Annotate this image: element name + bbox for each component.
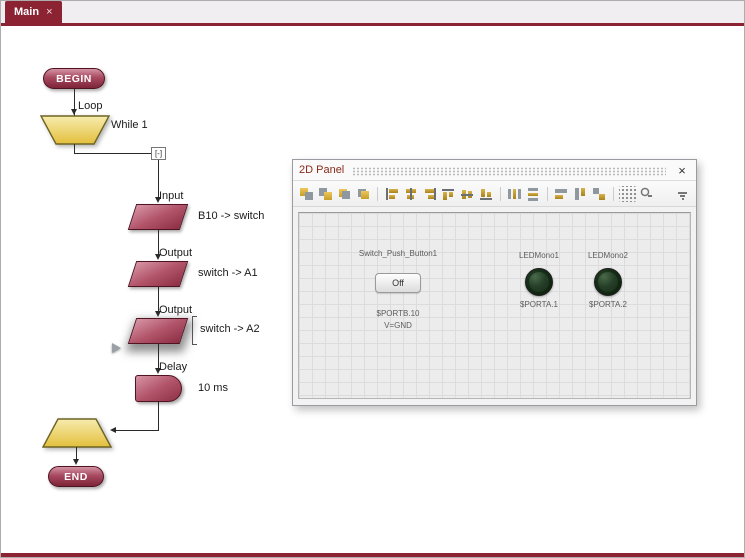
step-output2-label: Output (159, 304, 193, 316)
toolbar-more-icon[interactable] (674, 185, 691, 202)
flow-connector (74, 89, 75, 116)
flow-connector (74, 144, 75, 154)
space-down-icon[interactable] (525, 185, 542, 202)
align-lefts-icon[interactable] (383, 185, 400, 202)
output1-node[interactable] (127, 261, 189, 287)
arrowhead-icon (154, 254, 161, 260)
selection-bracket (192, 316, 197, 345)
same-height-icon[interactable] (572, 185, 589, 202)
align-middles-icon[interactable] (459, 185, 476, 202)
step-delay-value: 10 ms (198, 382, 228, 394)
panel-2d-canvas[interactable]: Switch_Push_Button1 Off $PORTB.10 V=GND … (298, 212, 691, 399)
align-tops-icon[interactable] (440, 185, 457, 202)
arrowhead-icon (154, 368, 161, 374)
arrowhead-icon (154, 197, 161, 203)
switch-port-label: $PORTB.10 (376, 309, 420, 318)
flow-connector (76, 447, 77, 460)
flow-connector (158, 402, 159, 431)
switch-push-button[interactable]: Off (375, 273, 421, 293)
step-output1-label: Output (159, 247, 193, 259)
zoom-panel-icon[interactable] (638, 185, 655, 202)
flow-connector (113, 430, 159, 431)
end-node[interactable]: END (48, 466, 104, 487)
step-input-value: B10 -> switch (198, 210, 265, 222)
snap-to-grid-icon[interactable] (619, 185, 636, 202)
led1-component[interactable] (525, 268, 553, 296)
switch-value-label: V=GND (384, 321, 412, 330)
arrowhead-icon (72, 459, 79, 465)
arrowhead-icon (70, 109, 77, 115)
led1-name-label: LEDMono1 (518, 251, 560, 260)
tab-bar: Main × (1, 1, 744, 23)
same-size-icon[interactable] (591, 185, 608, 202)
flow-connector (158, 287, 159, 312)
toolbar-separator (377, 186, 378, 201)
led2-component[interactable] (594, 268, 622, 296)
space-across-icon[interactable] (506, 185, 523, 202)
tab-main[interactable]: Main × (5, 1, 62, 23)
same-width-icon[interactable] (553, 185, 570, 202)
tab-close-icon[interactable]: × (46, 6, 53, 18)
panel-title: 2D Panel (299, 164, 345, 176)
step-input-label: Input (159, 190, 184, 202)
loop-start-node[interactable] (40, 115, 110, 145)
flow-connector (158, 344, 159, 369)
flow-connector (74, 153, 153, 154)
align-bottoms-icon[interactable] (478, 185, 495, 202)
switch-component-label: Switch_Push_Button1 (358, 249, 438, 258)
toolbar-separator (613, 186, 614, 201)
panel-close-icon[interactable]: × (678, 162, 686, 178)
loop-condition-label: While 1 (111, 119, 148, 131)
panel-titlebar[interactable]: 2D Panel × (293, 160, 696, 181)
flow-connector (158, 230, 159, 255)
tab-accent-line (1, 23, 744, 26)
align-centers-icon[interactable] (402, 185, 419, 202)
led1-port-label: $PORTA.1 (520, 300, 558, 309)
arrowhead-icon (154, 311, 161, 317)
led2-name-label: LEDMono2 (587, 251, 629, 260)
output2-node-selected[interactable] (127, 318, 189, 344)
panel-toolbar (293, 181, 696, 207)
delay-node[interactable] (135, 375, 182, 402)
begin-node[interactable]: BEGIN (43, 68, 105, 89)
send-to-back-icon[interactable] (317, 185, 334, 202)
panel-2d-window: 2D Panel × (292, 159, 697, 406)
bring-to-front-icon[interactable] (298, 185, 315, 202)
collapse-toggle[interactable]: [-] (151, 147, 166, 160)
step-output2-value: switch -> A2 (200, 323, 260, 335)
step-output1-value: switch -> A1 (198, 267, 258, 279)
align-rights-icon[interactable] (421, 185, 438, 202)
flow-connector (158, 160, 159, 197)
tab-main-label: Main (14, 6, 40, 18)
send-backward-icon[interactable] (355, 185, 372, 202)
bottom-accent-bar (1, 553, 744, 557)
toolbar-separator (500, 186, 501, 201)
titlebar-grip-dots (352, 167, 666, 176)
toolbar-separator (547, 186, 548, 201)
input-node[interactable] (127, 204, 189, 230)
arrowhead-icon (110, 426, 116, 433)
loop-end-node[interactable] (42, 418, 112, 448)
execution-pointer-icon (112, 343, 121, 353)
loop-name-label: Loop (78, 100, 103, 112)
step-delay-label: Delay (159, 361, 188, 373)
bring-forward-icon[interactable] (336, 185, 353, 202)
led2-port-label: $PORTA.2 (589, 300, 627, 309)
